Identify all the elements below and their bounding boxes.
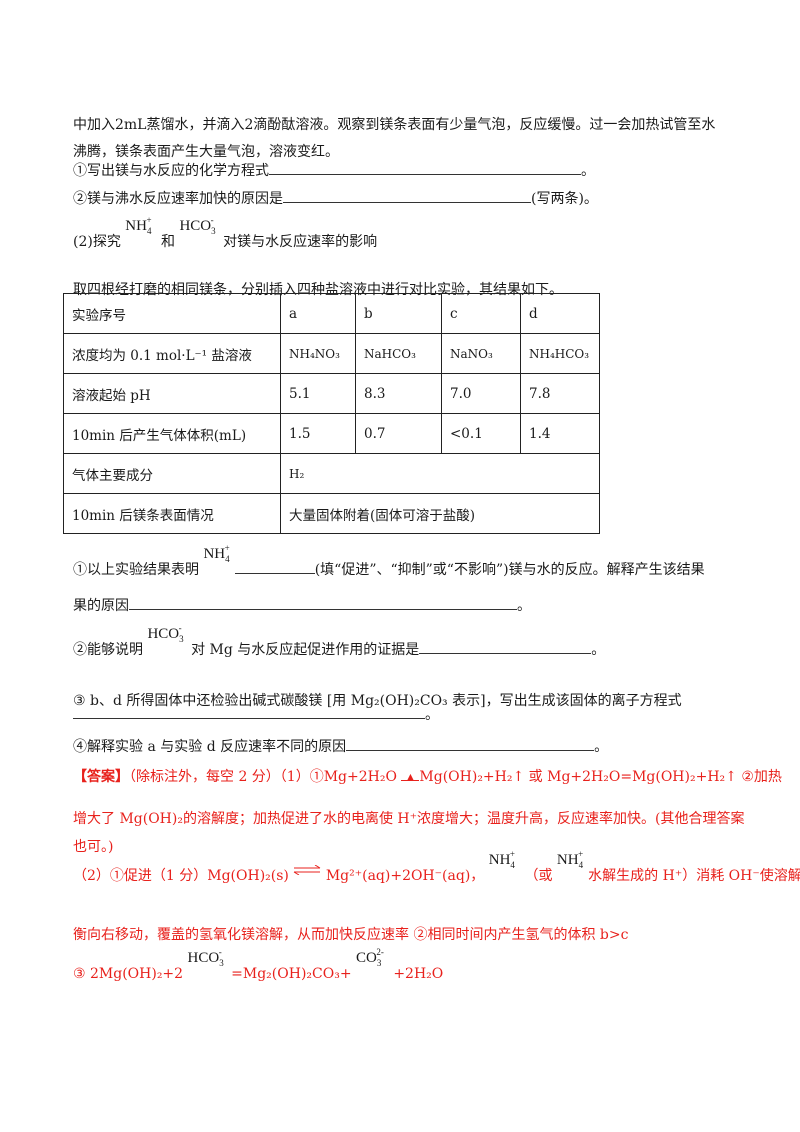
question-2-4: ④解释实验 a 与实验 d 反应速率不同的原因 。	[73, 736, 608, 756]
table-cell: 10min 后镁条表面情况	[63, 493, 281, 534]
table-cell: 0.7	[355, 413, 442, 454]
question-text: ②能够说明	[73, 642, 143, 658]
nh4-ion: NH4+	[125, 215, 152, 236]
answer-line-1: 【答案】（除标注外，每空 2 分）（1）①Mg+2H₂O ▲Mg(OH)₂+H₂…	[73, 766, 782, 786]
part-2-heading: (2)探究 NH4+ 和 HCO3- 对镁与水反应速率的影响	[73, 215, 377, 250]
table-row: 实验序号 a b c d	[63, 293, 600, 334]
table-cell: NaNO₃	[441, 333, 521, 374]
answer-text: Mg²⁺(aq)+2OH⁻(aq)，	[325, 868, 485, 884]
table-row: 浓度均为 0.1 mol·L⁻¹ 盐溶液 NH₄NO₃ NaHCO₃ NaNO₃…	[63, 333, 600, 374]
intro-line-2: 沸腾，镁条表面产生大量气泡，溶液变红。	[73, 144, 339, 160]
reversible-arrow-icon	[294, 865, 321, 875]
table-cell: NH₄NO₃	[280, 333, 356, 374]
nh4-ion: NH4+	[488, 849, 515, 870]
table-cell: b	[355, 293, 442, 334]
question-text: 对 Mg 与水反应起促进作用的证据是	[191, 642, 420, 658]
table-cell: 1.5	[280, 413, 356, 454]
table-cell: 7.8	[520, 373, 600, 414]
question-1-2: ②镁与沸水反应速率加快的原因是 (写两条)。	[73, 188, 598, 208]
table-cell: 8.3	[355, 373, 442, 414]
table-cell: 10min 后产生气体体积(mL)	[63, 413, 281, 454]
and-word: 和	[161, 234, 175, 250]
table-row: 溶液起始 pH 5.1 8.3 7.0 7.8	[63, 373, 600, 414]
answer-line-4: （2）①促进（1 分）Mg(OH)₂(s) Mg²⁺(aq)+2OH⁻(aq)，…	[73, 849, 800, 884]
table-cell: a	[280, 293, 356, 334]
answer-text: ③ 2Mg(OH)₂+2	[73, 966, 184, 982]
table-row: 气体主要成分 H₂	[63, 453, 600, 494]
answer-line-2: 增大了 Mg(OH)₂的溶解度；加热促进了水的电离使 H⁺浓度增大；温度升高，反…	[73, 811, 745, 827]
table-cell: 实验序号	[63, 293, 281, 334]
answer-blank[interactable]	[234, 559, 315, 574]
question-text: 果的原因	[73, 598, 129, 614]
answer-blank[interactable]	[346, 736, 595, 751]
co3-ion: CO32-	[356, 947, 384, 968]
question-2-1-reason: 果的原因 。	[73, 595, 531, 615]
question-2-3-blank: 。	[73, 704, 439, 724]
table-cell: 5.1	[280, 373, 356, 414]
question-end: (写两条)。	[531, 191, 598, 207]
question-end: 。	[581, 163, 595, 179]
question-text: ①以上实验结果表明	[73, 562, 199, 578]
table-cell: NH₄HCO₃	[520, 333, 600, 374]
table-cell: 浓度均为 0.1 mol·L⁻¹ 盐溶液	[63, 333, 281, 374]
answer-blank[interactable]	[269, 160, 581, 175]
table-cell: 气体主要成分	[63, 453, 281, 494]
answer-blank[interactable]	[73, 704, 425, 719]
table-row: 10min 后产生气体体积(mL) 1.5 0.7 <0.1 1.4	[63, 413, 600, 454]
answer-text: （2）①促进（1 分）Mg(OH)₂(s)	[73, 868, 289, 884]
answer-line-5: 衡向右移动，覆盖的氢氧化镁溶解，从而加快反应速率 ②相同时间内产生氢气的体积 b…	[73, 927, 629, 943]
intro-line-1: 中加入2mL蒸馏水，并滴入2滴酚酞溶液。观察到镁条表面有少量气泡，反应缓慢。过一…	[73, 117, 716, 133]
part-2-suffix: 对镁与水反应速率的影响	[223, 234, 378, 250]
question-2-2: ②能够说明 HCO3- 对 Mg 与水反应起促进作用的证据是 。	[73, 623, 605, 658]
answer-text: 水解生成的 H⁺）消耗 OH⁻使溶解平	[588, 868, 800, 884]
answer-blank[interactable]	[419, 639, 592, 654]
hco3-ion: HCO3-	[187, 947, 224, 968]
part-2-prefix: (2)探究	[73, 234, 121, 250]
question-text: (填“促进”、“抑制”或“不影响”)镁与水的反应。解释产生该结果	[314, 562, 705, 578]
question-end: 。	[594, 739, 609, 755]
table-cell: NaHCO₃	[355, 333, 442, 374]
answer-text: （或	[524, 868, 553, 884]
question-end: 。	[425, 707, 439, 723]
hco3-ion: HCO3-	[147, 623, 184, 644]
answer-text: Mg(OH)₂+H₂↑ 或 Mg+2H₂O=Mg(OH)₂+H₂↑ ②加热	[419, 769, 782, 785]
table-cell: H₂	[280, 453, 600, 494]
question-text: ①写出镁与水反应的化学方程式	[73, 163, 269, 179]
heat-symbol-icon: ▲	[401, 773, 420, 781]
hco3-ion: HCO3-	[179, 215, 216, 236]
question-text: ④解释实验 a 与实验 d 反应速率不同的原因	[73, 739, 347, 755]
answer-blank[interactable]	[283, 188, 531, 203]
answer-tag: 【答案】	[73, 769, 129, 785]
answer-text: （除标注外，每空 2 分）（1）①Mg+2H₂O	[129, 769, 402, 785]
nh4-ion: NH4+	[203, 543, 230, 564]
answer-line-3: 也可。)	[73, 839, 114, 855]
experiment-table: 实验序号 a b c d 浓度均为 0.1 mol·L⁻¹ 盐溶液 NH₄NO₃…	[63, 293, 600, 534]
table-cell: 7.0	[441, 373, 521, 414]
table-cell: d	[520, 293, 600, 334]
table-cell: <0.1	[441, 413, 521, 454]
question-text: ②镁与沸水反应速率加快的原因是	[73, 191, 283, 207]
nh4-ion: NH4+	[556, 849, 584, 870]
answer-line-6: ③ 2Mg(OH)₂+2 HCO3- =Mg₂(OH)₂CO₃+ CO32- +…	[73, 947, 443, 982]
table-cell: 溶液起始 pH	[63, 373, 281, 414]
question-2-1: ①以上实验结果表明 NH4+ (填“促进”、“抑制”或“不影响”)镁与水的反应。解…	[73, 543, 705, 578]
table-row: 10min 后镁条表面情况 大量固体附着(固体可溶于盐酸)	[63, 493, 600, 534]
answer-text: +2H₂O	[393, 966, 444, 982]
table-cell: c	[441, 293, 521, 334]
question-1-1: ①写出镁与水反应的化学方程式 。	[73, 160, 595, 180]
question-2-3: ③ b、d 所得固体中还检验出碱式碳酸镁 [用 Mg₂(OH)₂CO₃ 表示]，…	[73, 693, 682, 709]
table-cell: 大量固体附着(固体可溶于盐酸)	[280, 493, 600, 534]
answer-text: =Mg₂(OH)₂CO₃+	[231, 966, 352, 982]
question-end: 。	[591, 642, 606, 658]
question-end: 。	[517, 598, 531, 614]
answer-blank[interactable]	[129, 595, 517, 610]
table-cell: 1.4	[520, 413, 600, 454]
